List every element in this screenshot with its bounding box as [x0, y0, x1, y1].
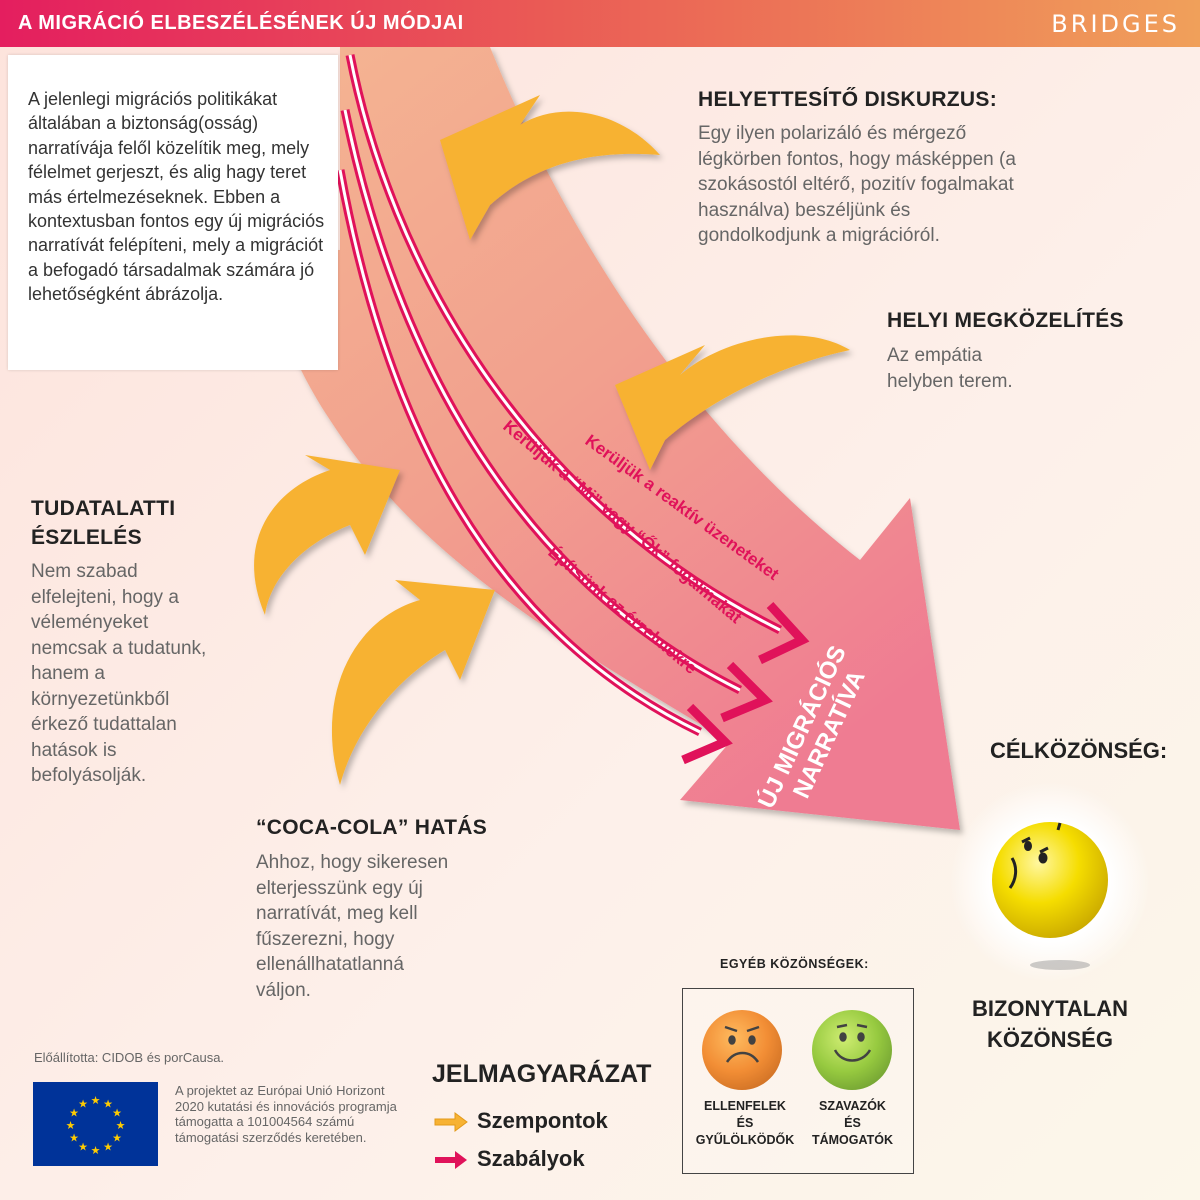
- opponents-face-icon: [702, 1010, 782, 1090]
- helyi-title: HELYI MEGKÖZELÍTÉS: [887, 309, 1124, 332]
- rule-arrowhead-1: [758, 601, 810, 665]
- brand-logo: BRIDGES: [1051, 10, 1180, 38]
- rule-arrowhead-3: [681, 703, 733, 765]
- supporters-face-icon: [812, 1010, 892, 1090]
- rule-arrow-3-inner: [338, 169, 701, 734]
- supporters-label-line2: ÉS: [844, 1116, 861, 1130]
- legend-rules-label: Szabályok: [477, 1146, 585, 1171]
- narrative-flow-arrow: [265, 47, 960, 830]
- opponents-face-features: [724, 1025, 760, 1063]
- legend-aspects-label: Szempontok: [477, 1108, 608, 1133]
- svg-text:★: ★: [78, 1098, 88, 1111]
- target-title: CÉLKÖZÖNSÉG:: [990, 738, 1168, 763]
- opponents-label: ELLENFELEK ÉS GYŰLÖLKÖDŐK: [695, 1098, 795, 1149]
- opponents-label-line2: ÉS: [736, 1116, 754, 1130]
- target-label-line2: KÖZÖNSÉG: [987, 1027, 1113, 1052]
- aspect-arrow-helyettesito: [440, 95, 660, 240]
- svg-text:★: ★: [116, 1119, 126, 1132]
- intro-text: A jelenlegi migrációs politikákat általá…: [28, 89, 325, 305]
- aspect-legend-icon: [434, 1112, 468, 1133]
- tudatalatti-title-line2: ÉSZLELÉS: [31, 526, 142, 549]
- tudatalatti-title-line1: TUDATALATTI: [31, 497, 176, 520]
- supporters-face-features: [833, 1023, 872, 1062]
- svg-text:★: ★: [69, 1107, 79, 1120]
- header-bar: A MIGRÁCIÓ ELBESZÉLÉSÉNEK ÚJ MÓDJAI BRID…: [0, 0, 1200, 47]
- target-label: BIZONYTALAN KÖZÖNSÉG: [960, 993, 1140, 1055]
- supporters-label-line1: SZAVAZÓK: [819, 1099, 886, 1113]
- target-face-features: [1008, 822, 1062, 889]
- helyi-text: Az empátia helyben terem.: [887, 345, 1013, 392]
- legend-row-aspects: Szempontok: [433, 1108, 608, 1134]
- aspect-arrow-cocacola: [331, 580, 495, 785]
- intro-box: [8, 55, 338, 370]
- legend-title: JELMAGYARÁZAT: [432, 1060, 652, 1088]
- page-title: A MIGRÁCIÓ ELBESZÉLÉSÉNEK ÚJ MÓDJAI: [18, 12, 464, 34]
- rule-arrowhead-2: [720, 661, 773, 723]
- target-shadow: [1030, 960, 1090, 970]
- target-label-line1: BIZONYTALAN: [971, 996, 1129, 1021]
- svg-text:★: ★: [69, 1132, 79, 1145]
- svg-text:★: ★: [112, 1132, 122, 1145]
- svg-text:★: ★: [103, 1141, 113, 1154]
- rule-arrowheads: [681, 601, 810, 765]
- svg-text:★: ★: [66, 1119, 76, 1132]
- tudatalatti-text: Nem szabad elfelejteni, hogy a véleménye…: [31, 561, 207, 786]
- eu-flag-icon: ★ ★ ★ ★ ★ ★ ★ ★ ★ ★ ★ ★: [33, 1082, 158, 1166]
- svg-text:★: ★: [91, 1094, 101, 1107]
- opponents-label-line3: GYŰLÖLKÖDŐK: [695, 1133, 795, 1147]
- svg-text:★: ★: [103, 1098, 113, 1111]
- aspect-arrows: [254, 95, 850, 785]
- target-face-icon: [992, 822, 1108, 938]
- supporters-label: SZAVAZÓK ÉS TÁMOGATÓK: [805, 1098, 900, 1149]
- eu-stars: ★ ★ ★ ★ ★ ★ ★ ★ ★ ★ ★ ★: [66, 1094, 126, 1157]
- helyettesito-text: Egy ilyen polarizáló és mérgező légkörbe…: [698, 123, 1016, 246]
- opponents-label-line1: ELLENFELEK: [704, 1099, 786, 1113]
- legend-row-rules: Szabályok: [433, 1146, 585, 1172]
- svg-text:★: ★: [91, 1144, 101, 1157]
- svg-text:★: ★: [78, 1141, 88, 1154]
- others-box: [682, 988, 914, 1174]
- produced-by: Előállította: CIDOB és porCausa.: [34, 1050, 225, 1065]
- cocacola-text: Ahhoz, hogy sikeresen elterjesszünk egy …: [256, 852, 449, 1001]
- others-title: EGYÉB KÖZÖNSÉGEK:: [720, 957, 869, 971]
- rule-arrow-1-inner: [348, 54, 781, 632]
- rule-arrow-2-inner: [343, 109, 741, 692]
- aspect-arrow-tudatalatti: [254, 455, 400, 615]
- aspect-arrow-helyi: [615, 335, 850, 470]
- rule-legend-icon: [435, 1151, 467, 1170]
- rule-arrows: [335, 54, 783, 737]
- svg-text:★: ★: [112, 1107, 122, 1120]
- cocacola-title: “COCA-COLA” HATÁS: [256, 816, 488, 839]
- helyettesito-title: HELYETTESÍTŐ DISKURZUS:: [698, 88, 997, 111]
- eu-funding-text: A projektet az Európai Unió Horizont 202…: [175, 1083, 397, 1145]
- supporters-label-line3: TÁMOGATÓK: [811, 1133, 893, 1147]
